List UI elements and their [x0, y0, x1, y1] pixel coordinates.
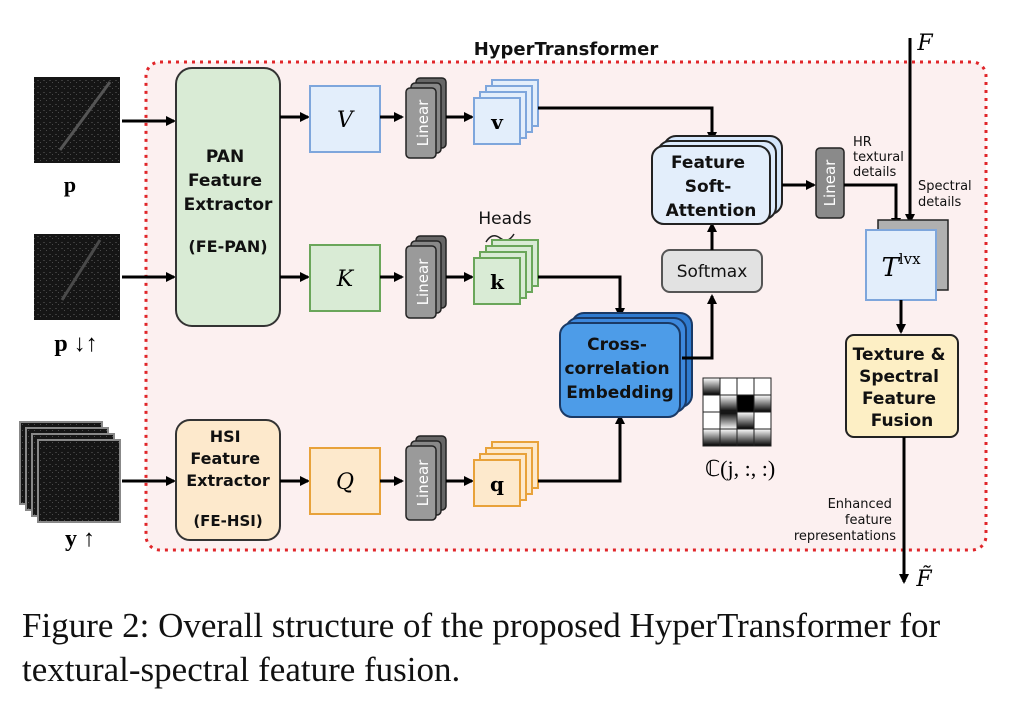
fusion-line-1: Texture &: [853, 345, 946, 365]
fe-pan-line-1: PAN: [206, 147, 244, 167]
matrix-cell: [736, 394, 755, 413]
figure-caption: Figure 2: Overall structure of the propo…: [22, 606, 941, 689]
matrix-cell: [702, 377, 721, 396]
matrix-cell: [702, 394, 721, 413]
svg-text:HR textural details: HR textural details: [853, 135, 908, 180]
svg-text:Texture & Spectral Fea: Texture & Spectral Feature Fusion: [853, 345, 952, 431]
v-projection-box: [309, 85, 381, 153]
matrix-cell: [719, 428, 738, 447]
pan-low-input-label: p ↓↑: [54, 331, 97, 357]
v-token-label: v: [490, 110, 504, 134]
t-lvx-sup: lvx: [899, 250, 921, 268]
matrix-cell: [702, 411, 721, 430]
fusion-line-2: Spectral: [859, 367, 939, 387]
enhanced-line-1: Enhanced: [828, 497, 892, 512]
linear-label-out: Linear: [821, 159, 839, 206]
pan-input-label: p: [64, 172, 76, 197]
pan-image: [34, 77, 120, 163]
enhanced-line-3: representations: [794, 529, 896, 544]
fe-pan-line-3: Extractor: [184, 195, 273, 215]
hsi-image-stack: [19, 421, 121, 523]
matrix-cell: [736, 411, 755, 430]
pan-feature-extractor: [175, 67, 281, 327]
matrix-cell: [736, 428, 755, 447]
fe-hsi-line-1: HSI: [210, 427, 241, 446]
fusion-line-4: Fusion: [871, 411, 934, 431]
t-lvx-base: T: [881, 253, 900, 283]
feature-input-label: F: [916, 31, 933, 56]
matrix-cell: [719, 411, 738, 430]
k-token-stack: k: [473, 239, 539, 305]
linear-label-q: Linear: [414, 459, 432, 506]
hr-details-line-2: textural: [853, 150, 904, 165]
softmax-label: Softmax: [677, 262, 748, 282]
fe-pan-abbr: (FE-PAN): [188, 237, 267, 256]
attention-line-3: Attention: [666, 201, 757, 221]
svg-text:Feature Soft- Atte: Feature Soft- Attention: [666, 153, 757, 221]
q-projection-box: [309, 447, 381, 515]
svg-text:Enhanced feature repre: Enhanced feature representations: [794, 497, 896, 544]
matrix-cell: [736, 377, 755, 396]
fe-hsi-line-3: Extractor: [186, 471, 270, 490]
attention-line-1: Feature: [671, 153, 745, 173]
texture-spectral-fusion: [845, 334, 959, 438]
matrix-cell: [753, 377, 772, 396]
svg-text:HSI Feature Extractor: HSI Feature Extractor: [186, 427, 270, 490]
linear-stack-q: Linear: [405, 435, 447, 521]
arrow-crosscorr-to-softmax: [682, 294, 717, 360]
fe-hsi-line-2: Feature: [190, 449, 260, 468]
correlation-matrix-label: ℂ(j, :, :): [705, 456, 775, 481]
k-token-label: k: [490, 270, 505, 294]
fusion-line-3: Feature: [862, 389, 936, 409]
matrix-cell: [702, 428, 721, 447]
q-token-label: q: [490, 472, 504, 496]
t-lvx-block: Tlvx: [865, 219, 949, 301]
linear-label-v: Linear: [414, 99, 432, 146]
svg-text:Tlvx: Tlvx: [881, 250, 921, 283]
feature-output-label: F̃: [915, 566, 932, 592]
arrow-linear-to-tlvx: [844, 183, 901, 228]
matrix-cell: [753, 428, 772, 447]
cross-correlation-embedding: Cross- correlation Embedding: [559, 312, 693, 418]
q-projection-label: Q: [336, 470, 354, 495]
v-projection-label: V: [337, 108, 355, 133]
linear-label-k: Linear: [414, 258, 432, 305]
arrow-k-to-crosscorr: [538, 275, 625, 318]
arrow-q-to-crosscorr: [538, 414, 625, 483]
hr-details-line-3: details: [853, 165, 897, 180]
fe-pan-line-2: Feature: [188, 171, 262, 191]
crosscorr-line-2: correlation: [564, 359, 669, 379]
v-token-stack: v: [473, 79, 539, 145]
enhanced-line-2: feature: [845, 513, 892, 528]
svg-text:Cross- correlation: Cross- correlation Embedding: [564, 335, 675, 403]
spectral-details-line-2: details: [918, 195, 962, 210]
k-projection-label: K: [336, 267, 355, 292]
linear-stack-v: Linear: [405, 77, 447, 159]
matrix-cell: [753, 394, 772, 413]
matrix-cell: [719, 377, 738, 396]
heads-label: Heads: [478, 209, 531, 229]
diagram-title: HyperTransformer: [474, 39, 659, 60]
svg-text:Spectral details: Spectral details: [918, 179, 976, 210]
spectral-details-line-1: Spectral: [918, 179, 972, 194]
heads-brace: [485, 233, 515, 243]
q-token-stack: q: [473, 441, 539, 507]
hr-details-line-1: HR: [853, 135, 872, 150]
matrix-cell: [719, 394, 738, 413]
matrix-cell: [753, 411, 772, 430]
crosscorr-line-1: Cross-: [587, 335, 647, 355]
k-projection-box: [309, 244, 381, 312]
pan-low-image: [34, 234, 120, 320]
arrow-v-to-attention: [538, 106, 717, 142]
linear-after-attention: Linear: [815, 147, 845, 219]
correlation-matrix: [702, 377, 772, 447]
linear-stack-k: Linear: [405, 235, 447, 319]
attention-line-2: Soft-: [685, 177, 732, 197]
feature-soft-attention: Feature Soft- Attention: [651, 135, 783, 225]
fe-hsi-abbr: (FE-HSI): [193, 512, 262, 530]
svg-text:PAN Feature Extractor: PAN Feature Extractor: [184, 147, 273, 215]
crosscorr-line-3: Embedding: [566, 383, 673, 403]
hsi-input-label: y ↑: [65, 526, 95, 552]
hypertransformer-diagram: HyperTransformer p p ↓↑ y ↑ PAN Feature …: [19, 31, 988, 592]
